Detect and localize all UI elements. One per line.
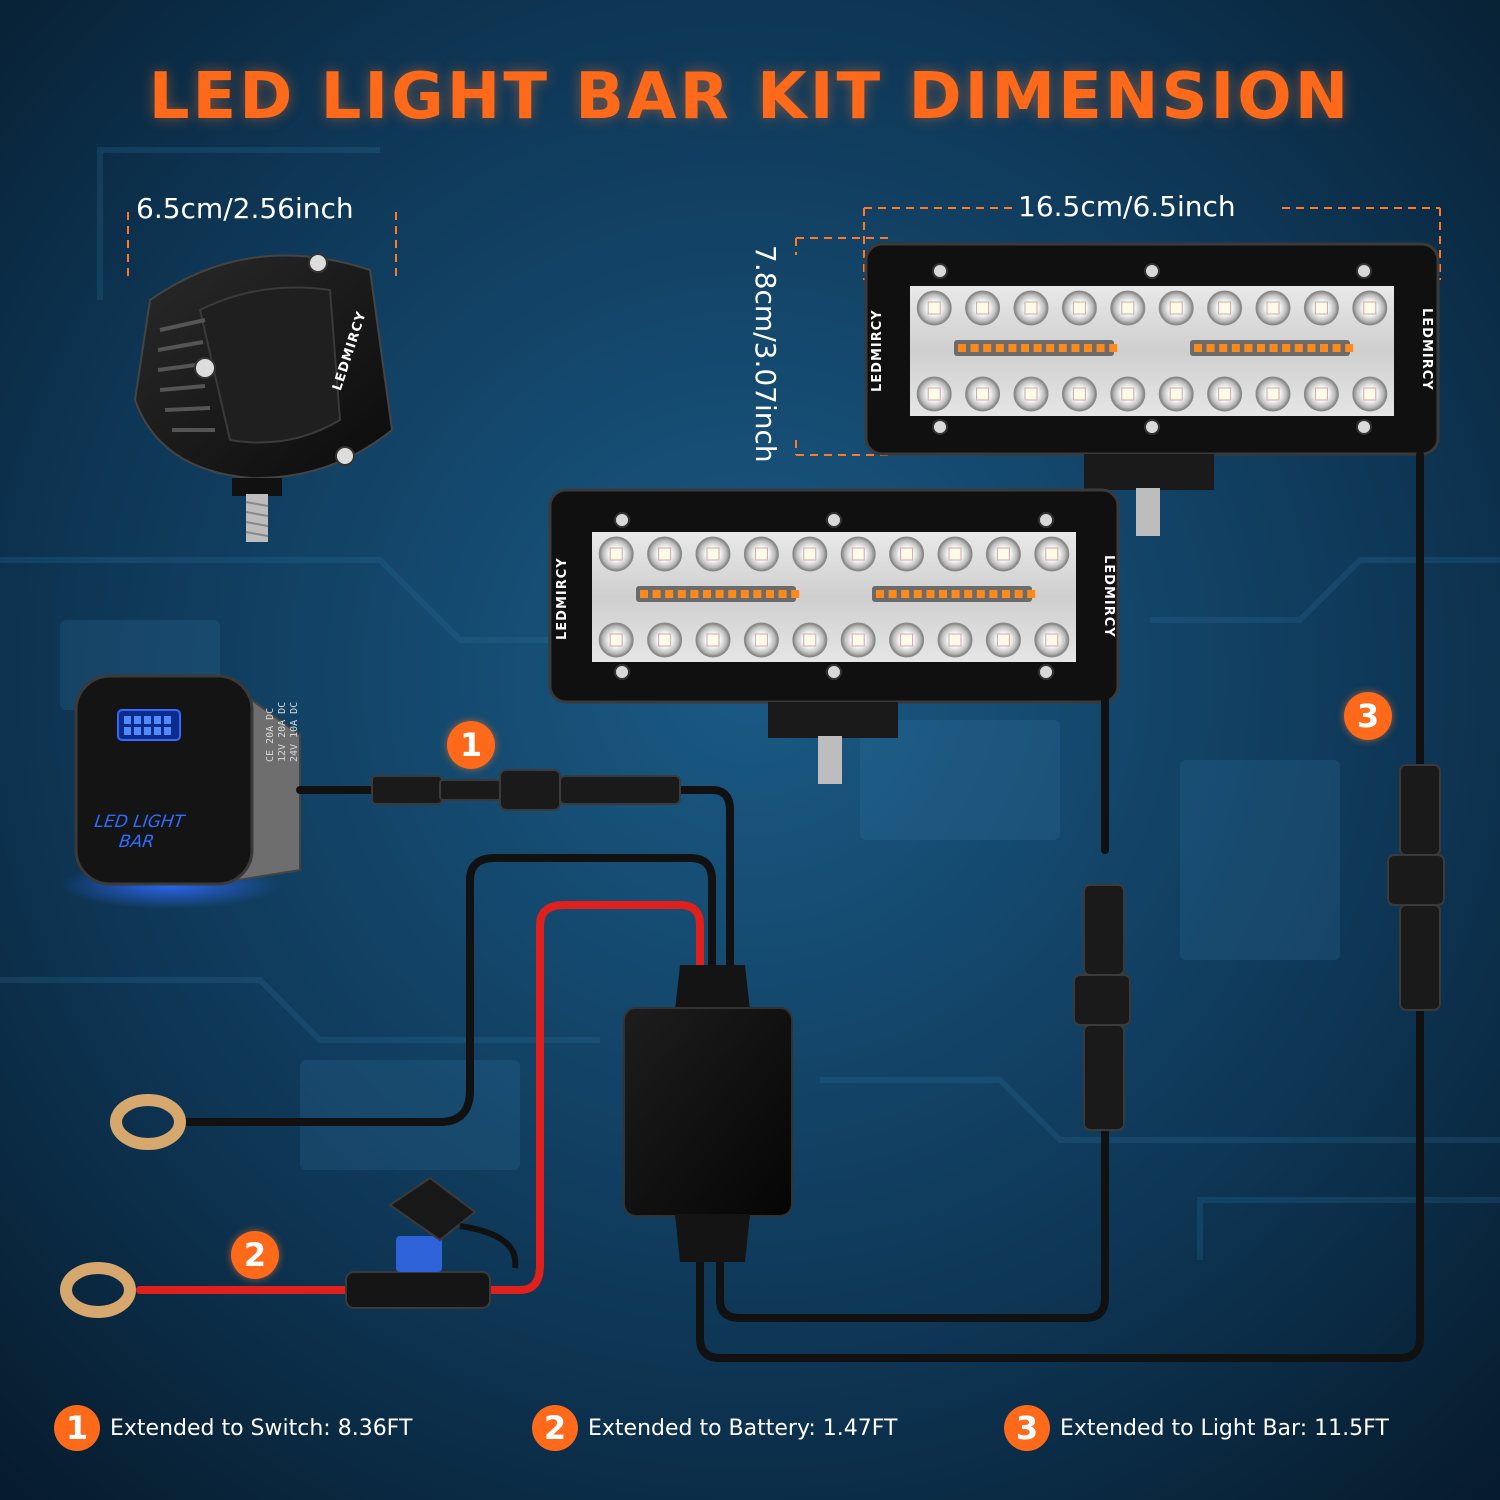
legend-item-light-bar: 3 Extended to Light Bar: 11.5FT (1004, 1405, 1389, 1451)
page-title: LED LIGHT BAR KIT DIMENSION (148, 60, 1352, 134)
legend-item-battery: 2 Extended to Battery: 1.47FT (532, 1405, 897, 1451)
bar-front-brand-right: LEDMIRCY (1101, 555, 1116, 638)
pod-width-dimension: 6.5cm/2.56inch (136, 192, 354, 225)
legend-num: 1 (54, 1405, 100, 1451)
switch-label-line2: BAR (117, 832, 156, 852)
pod-light (133, 253, 394, 542)
fuse-holder (345, 1176, 519, 1309)
legend-num: 2 (532, 1405, 578, 1451)
bar-back-brand-left: LEDMIRCY (870, 309, 885, 392)
bar-front-brand-left: LEDMIRCY (555, 557, 570, 640)
switch-rating: CE 20A DC 12V 20A DC 24V 10A DC (265, 701, 300, 762)
callout-2: 2 (231, 1231, 279, 1279)
relay-box (623, 965, 793, 1262)
bar-width-dimension: 16.5cm/6.5inch (1018, 190, 1236, 223)
legend-text: Extended to Switch: 8.36FT (110, 1415, 413, 1441)
legend-item-switch: 1 Extended to Switch: 8.36FT (54, 1405, 412, 1451)
switch-label: LED LIGHT BAR (85, 812, 191, 852)
bar-back-brand-right: LEDMIRCY (1419, 308, 1434, 391)
callout-3: 3 (1344, 692, 1392, 740)
callout-1: 1 (447, 721, 495, 769)
legend-text: Extended to Light Bar: 11.5FT (1060, 1415, 1389, 1441)
rocker-switch (60, 674, 301, 909)
switch-label-line1: LED LIGHT (93, 812, 186, 832)
legend-text: Extended to Battery: 1.47FT (588, 1415, 898, 1441)
bar-height-dimension: 7.8cm/3.07inch (749, 245, 782, 463)
legend-num: 3 (1004, 1405, 1050, 1451)
